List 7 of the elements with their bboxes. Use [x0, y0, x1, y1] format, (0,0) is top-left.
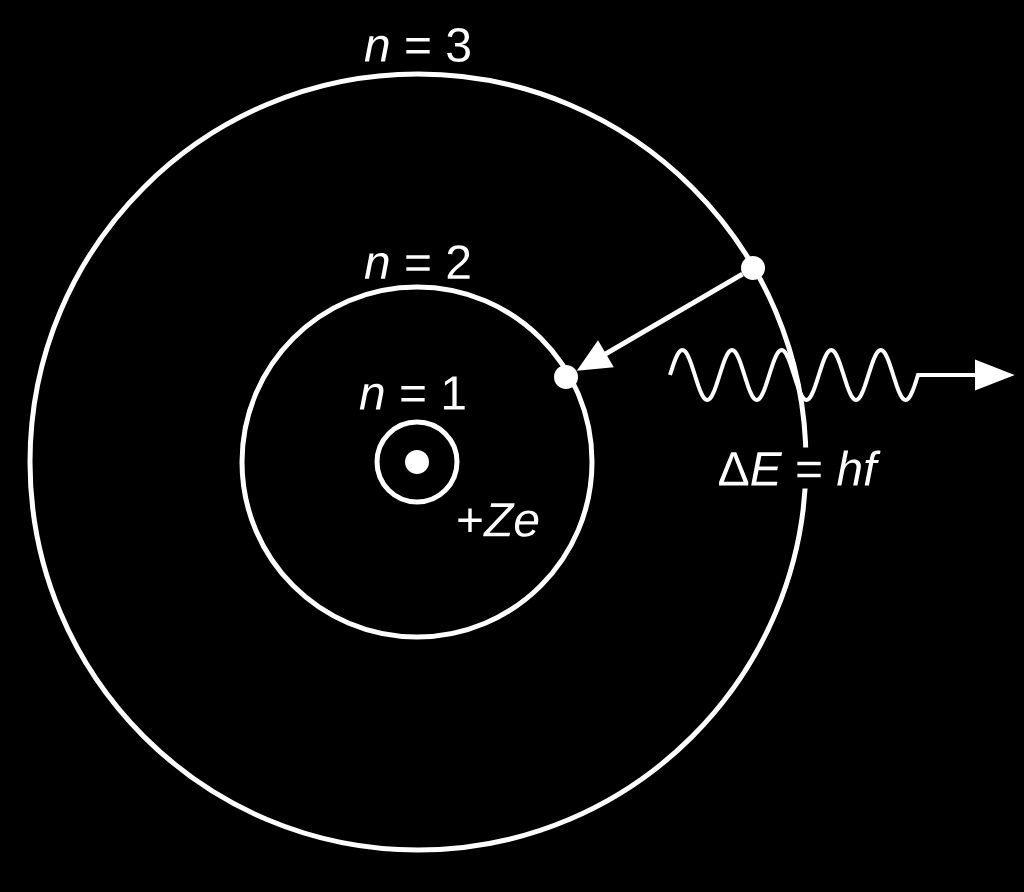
charge-label: +Ze [458, 503, 539, 537]
electron [741, 256, 765, 280]
orbit-label: n = 3 [364, 28, 470, 62]
orbit-label: n = 2 [364, 245, 470, 279]
energy-label: $\textrm{Δ}\textit{E}\textrm{ = }\textit{hf}$ [714, 447, 881, 489]
orbit-label: n = 1 [359, 376, 465, 410]
electron [554, 365, 578, 389]
